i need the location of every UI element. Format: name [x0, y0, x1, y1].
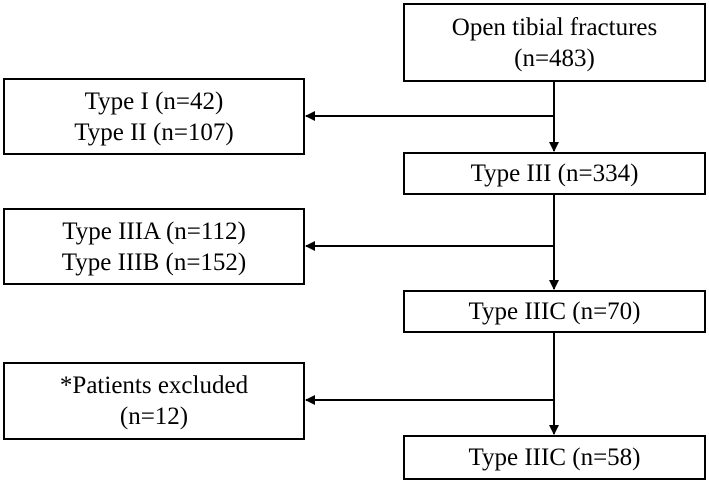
excluded-type1-type2-box: Type I (n=42) Type II (n=107): [3, 78, 305, 155]
type2-label: Type II (n=107): [74, 118, 234, 146]
final-type3c-label: Type IIIC (n=58): [468, 444, 641, 471]
root-label: Open tibial fractures: [451, 13, 658, 41]
type3c-label: Type IIIC (n=70): [468, 298, 641, 325]
patients-excluded-label: *Patients excluded: [59, 372, 249, 399]
type3b-label: Type IIIB (n=152): [61, 248, 247, 276]
type3-label: Type III (n=334): [470, 160, 639, 187]
root-count: (n=483): [514, 44, 595, 72]
final-type3c-box: Type IIIC (n=58): [403, 435, 706, 480]
type3a-label: Type IIIA (n=112): [62, 217, 246, 245]
excluded-type3a-type3b-box: Type IIIA (n=112) Type IIIB (n=152): [3, 208, 305, 285]
type3-box: Type III (n=334): [403, 152, 706, 195]
type1-label: Type I (n=42): [84, 87, 224, 115]
patients-excluded-count: (n=12): [119, 403, 189, 430]
root-box: Open tibial fractures (n=483): [403, 3, 706, 82]
patients-excluded-box: *Patients excluded (n=12): [3, 362, 305, 440]
type3c-box: Type IIIC (n=70): [403, 290, 706, 333]
